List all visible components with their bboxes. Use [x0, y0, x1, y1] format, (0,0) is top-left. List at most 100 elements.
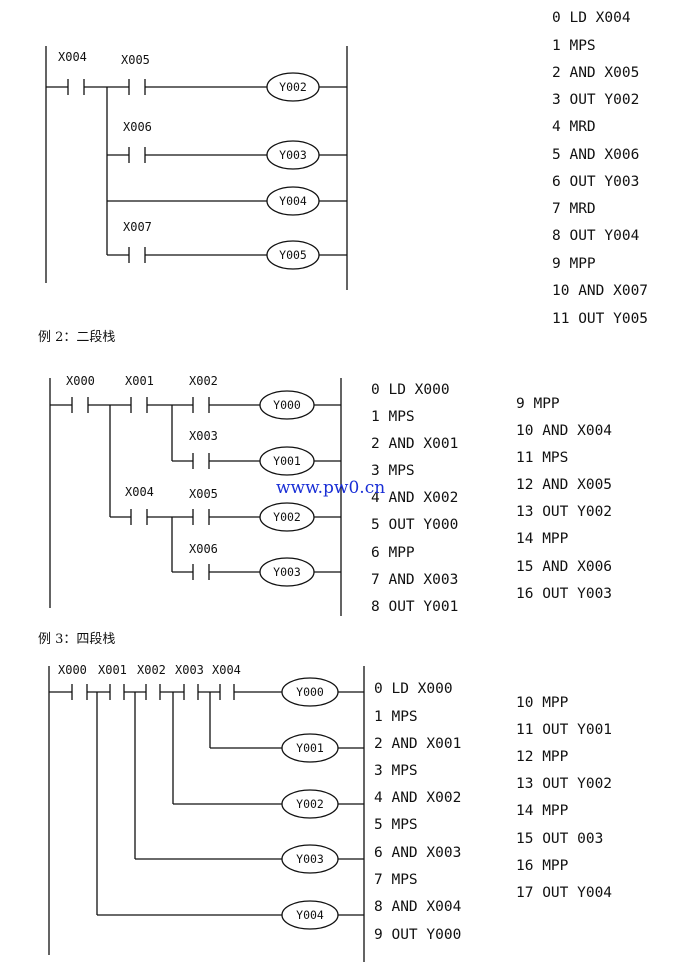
contact-label-x004: X004	[212, 663, 241, 677]
program-line: 7 AND X003	[371, 572, 458, 588]
program-line: 17 OUT Y004	[516, 885, 612, 901]
coil-label-y003: Y003	[273, 565, 301, 579]
coil-y005	[266, 240, 320, 270]
program-line: 2 AND X005	[552, 65, 639, 81]
contact-label-x006: X006	[189, 542, 218, 556]
contact-label-x007: X007	[123, 220, 152, 234]
caption-example-2: 例 2：二段栈	[38, 330, 115, 345]
coil-label-y002: Y002	[296, 797, 324, 811]
program-line: 9 OUT Y000	[374, 927, 461, 943]
program-line: 2 AND X001	[374, 736, 461, 752]
contact-label-x002: X002	[189, 374, 218, 388]
program-line: 4 AND X002	[374, 790, 461, 806]
contact-label-x006: X006	[123, 120, 152, 134]
program-line: 0 LD X004	[552, 10, 631, 26]
program-line: 4 AND X002	[371, 490, 458, 506]
program-line: 1 MPS	[371, 409, 415, 425]
contact-label-x000: X000	[58, 663, 87, 677]
coil-label-y000: Y000	[296, 685, 324, 699]
coil-y001	[259, 446, 315, 476]
program-line: 8 AND X004	[374, 899, 462, 915]
program-line: 3 OUT Y002	[552, 92, 639, 108]
coil-label-y004: Y004	[279, 194, 307, 208]
coil-label-y002: Y002	[273, 510, 301, 524]
caption-example-3: 例 3：四段栈	[38, 632, 115, 647]
program-line: 8 OUT Y004	[552, 228, 640, 244]
coil-y002	[259, 502, 315, 532]
program-line: 10 AND X007	[552, 283, 648, 299]
coil-y003	[266, 140, 320, 170]
ladder-2	[49, 378, 342, 616]
program-line: 5 AND X006	[552, 147, 639, 163]
program-3-right: 10 MPP 11 OUT Y001 12 MPP 13 OUT Y002 14…	[516, 695, 612, 901]
contact-label-x004: X004	[58, 50, 87, 64]
program-line: 0 LD X000	[371, 382, 450, 398]
program-line: 6 MPP	[371, 545, 415, 561]
watermark-text: www.pw0.cn	[276, 478, 385, 498]
program-3-left: 0 LD X000 1 MPS 2 AND X001 3 MPS 4 AND X…	[374, 681, 462, 943]
coil-label-y002: Y002	[279, 80, 307, 94]
coil-y004	[281, 900, 339, 930]
program-line: 5 MPS	[374, 817, 418, 833]
program-line: 16 MPP	[516, 858, 569, 874]
program-line: 9 MPP	[552, 256, 596, 272]
program-line: 10 MPP	[516, 695, 569, 711]
program-2-left: 0 LD X000 1 MPS 2 AND X001 3 MPS 4 AND X…	[371, 382, 458, 615]
coil-y002	[281, 789, 339, 819]
coil-y002	[266, 72, 320, 102]
program-line: 13 OUT Y002	[516, 776, 612, 792]
ladder-1	[45, 46, 348, 290]
program-line: 2 AND X001	[371, 436, 458, 452]
contact-label-x003: X003	[189, 429, 218, 443]
program-line: 6 AND X003	[374, 845, 461, 861]
program-line: 8 OUT Y001	[371, 599, 458, 615]
program-line: 7 MPS	[374, 872, 418, 888]
program-line: 9 MPP	[516, 396, 560, 412]
contact-label-x005: X005	[189, 487, 218, 501]
coil-y001	[281, 733, 339, 763]
program-line: 13 OUT Y002	[516, 504, 612, 520]
coil-y003	[281, 844, 339, 874]
program-line: 11 OUT Y001	[516, 722, 612, 738]
contact-label-x005: X005	[121, 53, 150, 67]
coil-label-y000: Y000	[273, 398, 301, 412]
contact-label-x001: X001	[125, 374, 154, 388]
program-line: 3 MPS	[374, 763, 418, 779]
program-line: 15 OUT 003	[516, 831, 603, 847]
program-line: 12 AND X005	[516, 477, 612, 493]
contact-label-x004: X004	[125, 485, 154, 499]
program-line: 4 MRD	[552, 119, 596, 135]
coil-y004	[266, 186, 320, 216]
program-line: 5 OUT Y000	[371, 517, 458, 533]
program-line: 16 OUT Y003	[516, 586, 612, 602]
program-line: 1 MPS	[374, 709, 418, 725]
coil-label-y001: Y001	[273, 454, 301, 468]
coil-y003	[259, 557, 315, 587]
contact-label-x001: X001	[98, 663, 127, 677]
program-line: 12 MPP	[516, 749, 569, 765]
program-line: 6 OUT Y003	[552, 174, 639, 190]
program-line: 10 AND X004	[516, 423, 612, 439]
contact-label-x000: X000	[66, 374, 95, 388]
program-1: 0 LD X004 1 MPS 2 AND X005 3 OUT Y002 4 …	[552, 10, 648, 327]
program-line: 15 AND X006	[516, 559, 612, 575]
program-line: 0 LD X000	[374, 681, 453, 697]
coil-y000	[259, 390, 315, 420]
coil-label-y003: Y003	[279, 148, 307, 162]
coil-y000	[281, 677, 339, 707]
coil-label-y005: Y005	[279, 248, 307, 262]
program-line: 11 OUT Y005	[552, 311, 648, 327]
program-2-right: 9 MPP 10 AND X004 11 MPS 12 AND X005 13 …	[516, 396, 612, 602]
program-line: 3 MPS	[371, 463, 415, 479]
coil-label-y001: Y001	[296, 741, 324, 755]
program-line: 14 MPP	[516, 531, 569, 547]
program-line: 7 MRD	[552, 201, 596, 217]
program-line: 1 MPS	[552, 38, 596, 54]
coil-label-y003: Y003	[296, 852, 324, 866]
program-line: 14 MPP	[516, 803, 569, 819]
ladder-3	[48, 666, 365, 962]
contact-label-x003: X003	[175, 663, 204, 677]
contact-label-x002: X002	[137, 663, 166, 677]
coil-label-y004: Y004	[296, 908, 324, 922]
